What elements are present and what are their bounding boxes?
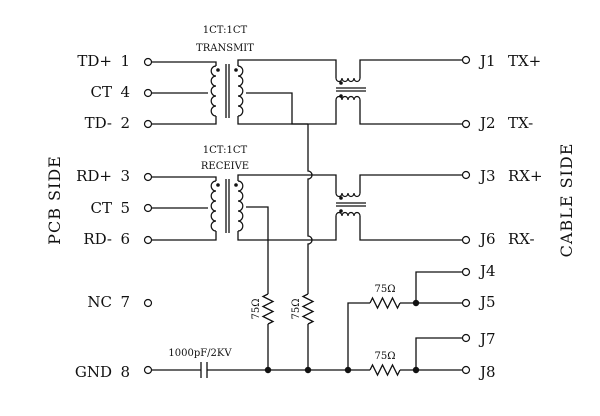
terminal-j1 xyxy=(461,55,471,65)
cable-pin-labels: J1 TX+ J2 TX- J3 RX+ J6 RX- J4 J5 J7 J8 xyxy=(478,52,543,381)
pin-num-4: 4 xyxy=(120,83,130,101)
transmit-name-label: TRANSMIT xyxy=(196,43,254,54)
cable-side-label: CABLE SIDE xyxy=(557,143,576,258)
cable-num-j3: J3 xyxy=(478,167,496,185)
terminal-j5 xyxy=(461,298,471,308)
terminal-j2 xyxy=(461,119,471,129)
cable-num-j2: J2 xyxy=(478,114,496,132)
terminal-pin-8 xyxy=(143,365,153,375)
pin-name-rd-plus: RD+ xyxy=(76,167,112,185)
resistor-tx-ct-value: 75Ω xyxy=(291,298,302,319)
terminal-j8 xyxy=(461,365,471,375)
transmit-ratio-label: 1CT:1CT xyxy=(203,25,248,36)
receive-ratio-label: 1CT:1CT xyxy=(203,145,248,156)
resistor-j7-j8-value: 75Ω xyxy=(374,351,395,362)
ground-bus: 1000pF/2KV xyxy=(152,348,352,378)
pcb-pin-labels: TD+ 1 CT 4 TD- 2 RD+ 3 CT 5 RD- 6 NC 7 G… xyxy=(75,52,130,381)
resistor-tx-ct: 75Ω xyxy=(291,293,314,370)
pin-name-td-minus: TD- xyxy=(85,114,112,132)
terminal-j4 xyxy=(461,267,471,277)
terminal-pin-1 xyxy=(143,57,153,67)
resistor-rx-ct-value: 75Ω xyxy=(251,298,262,319)
pin-num-3: 3 xyxy=(120,167,130,185)
pin-name-gnd: GND xyxy=(75,363,112,381)
pin-num-5: 5 xyxy=(120,199,130,217)
terminal-j6 xyxy=(461,235,471,245)
cable-num-j1: J1 xyxy=(478,52,496,70)
receive-transformer xyxy=(152,174,462,294)
pin-name-ct-tx: CT xyxy=(91,83,112,101)
pin-num-8: 8 xyxy=(120,363,130,381)
terminal-pin-7 xyxy=(143,298,153,308)
j7-j8-termination: 75Ω xyxy=(348,337,462,376)
pin-num-6: 6 xyxy=(120,230,130,248)
cable-terminals xyxy=(461,55,471,375)
cable-num-j8: J8 xyxy=(478,363,496,381)
cable-num-j4: J4 xyxy=(478,262,496,280)
terminal-pin-5 xyxy=(143,203,153,213)
resistor-rx-ct: 75Ω xyxy=(251,293,274,370)
pcb-terminals xyxy=(143,57,153,375)
pin-name-td-plus: TD+ xyxy=(77,52,112,70)
terminal-j7 xyxy=(461,333,471,343)
terminal-pin-3 xyxy=(143,172,153,182)
pin-num-2: 2 xyxy=(120,114,130,132)
receive-name-label: RECEIVE xyxy=(201,161,249,172)
pcb-side-label: PCB SIDE xyxy=(45,155,64,245)
cable-num-j5: J5 xyxy=(478,293,496,311)
cable-name-tx-minus: TX- xyxy=(508,114,533,132)
terminal-pin-2 xyxy=(143,119,153,129)
resistor-j4-j5-value: 75Ω xyxy=(374,284,395,295)
terminal-j3 xyxy=(461,170,471,180)
j4-j5-termination: 75Ω xyxy=(347,271,462,370)
cable-name-rx-minus: RX- xyxy=(508,230,535,248)
cable-name-rx-plus: RX+ xyxy=(508,167,543,185)
pin-num-1: 1 xyxy=(120,52,130,70)
cable-name-tx-plus: TX+ xyxy=(508,52,541,70)
pin-name-ct-rx: CT xyxy=(91,199,112,217)
capacitor-value: 1000pF/2KV xyxy=(168,348,232,359)
pin-name-nc: NC xyxy=(87,293,112,311)
transmit-transformer xyxy=(152,59,462,125)
tx-center-tap-wire xyxy=(307,124,313,294)
cable-num-j7: J7 xyxy=(478,330,496,348)
pin-name-rd-minus: RD- xyxy=(83,230,112,248)
terminal-pin-6 xyxy=(143,235,153,245)
pin-num-7: 7 xyxy=(120,293,130,311)
cable-num-j6: J6 xyxy=(478,230,496,248)
terminal-pin-4 xyxy=(143,88,153,98)
